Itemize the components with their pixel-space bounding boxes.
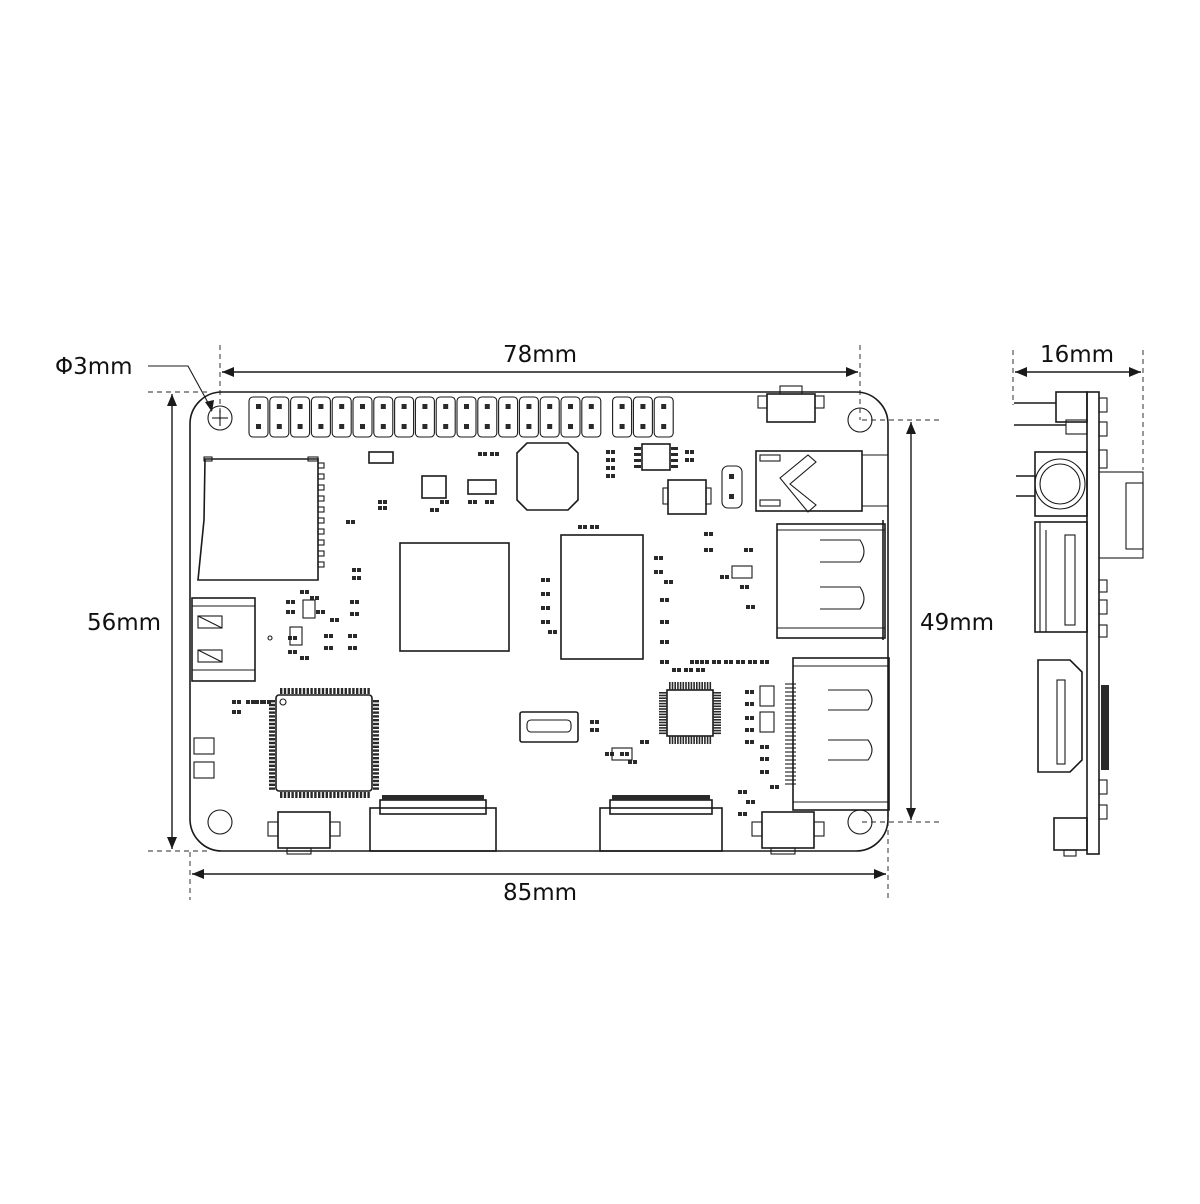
micro-usb-top bbox=[757, 385, 825, 423]
fuse-left bbox=[193, 737, 215, 779]
dimension-16mm: 16mm bbox=[1012, 342, 1144, 470]
ram-chip bbox=[560, 534, 644, 660]
qfp-chip-middle bbox=[659, 682, 721, 744]
qfp-chip-left bbox=[269, 688, 379, 798]
hole-diameter-label: Φ3mm bbox=[55, 354, 133, 380]
usb-c-port-left bbox=[191, 597, 256, 682]
usb-a-port bbox=[776, 520, 886, 640]
crystal bbox=[721, 465, 743, 509]
csi-connector bbox=[369, 795, 497, 852]
audio-jack bbox=[755, 450, 888, 513]
passive-components bbox=[232, 450, 779, 816]
pmic-chip bbox=[516, 442, 579, 511]
micro-usb-bottom-left bbox=[267, 811, 341, 855]
side-thickness-label: 16mm bbox=[1040, 342, 1114, 368]
flash-pins bbox=[634, 447, 678, 468]
ethernet-port bbox=[785, 657, 890, 811]
mounting-hole-top-right bbox=[847, 407, 873, 433]
soc-chip bbox=[399, 542, 510, 652]
pcb-outline bbox=[189, 391, 889, 852]
board-height-label: 56mm bbox=[87, 610, 161, 636]
mounting-hole-bottom-right bbox=[847, 809, 873, 835]
hole-diameter-callout: Φ3mm bbox=[55, 354, 214, 412]
microsd-slot bbox=[197, 456, 325, 581]
fpc-connector-small bbox=[519, 711, 579, 743]
dimension-78mm: 78mm bbox=[219, 342, 861, 420]
micro-usb-bottom-right bbox=[751, 811, 825, 855]
dimension-56mm: 56mm bbox=[87, 391, 210, 852]
transistor-1 bbox=[368, 451, 394, 464]
flash-chip bbox=[641, 443, 671, 471]
board-top-view bbox=[189, 385, 890, 855]
pcb-side bbox=[1086, 391, 1100, 855]
board-width-label: 85mm bbox=[503, 880, 577, 906]
dsi-connector bbox=[599, 795, 723, 852]
dimension-49mm: 49mm bbox=[862, 419, 994, 823]
dimension-85mm: 85mm bbox=[189, 812, 889, 906]
small-ic-1 bbox=[421, 475, 447, 499]
inductor bbox=[667, 479, 707, 515]
mounting-hole-bottom-left bbox=[207, 809, 233, 835]
small-ic-2 bbox=[467, 479, 497, 495]
hole-spacing-vertical-label: 49mm bbox=[920, 610, 994, 636]
board-side-view: 16mm bbox=[1012, 342, 1144, 857]
hole-spacing-horizontal-label: 78mm bbox=[503, 342, 577, 368]
mounting-hole-top-left bbox=[207, 405, 233, 431]
gpio-header bbox=[248, 396, 674, 438]
